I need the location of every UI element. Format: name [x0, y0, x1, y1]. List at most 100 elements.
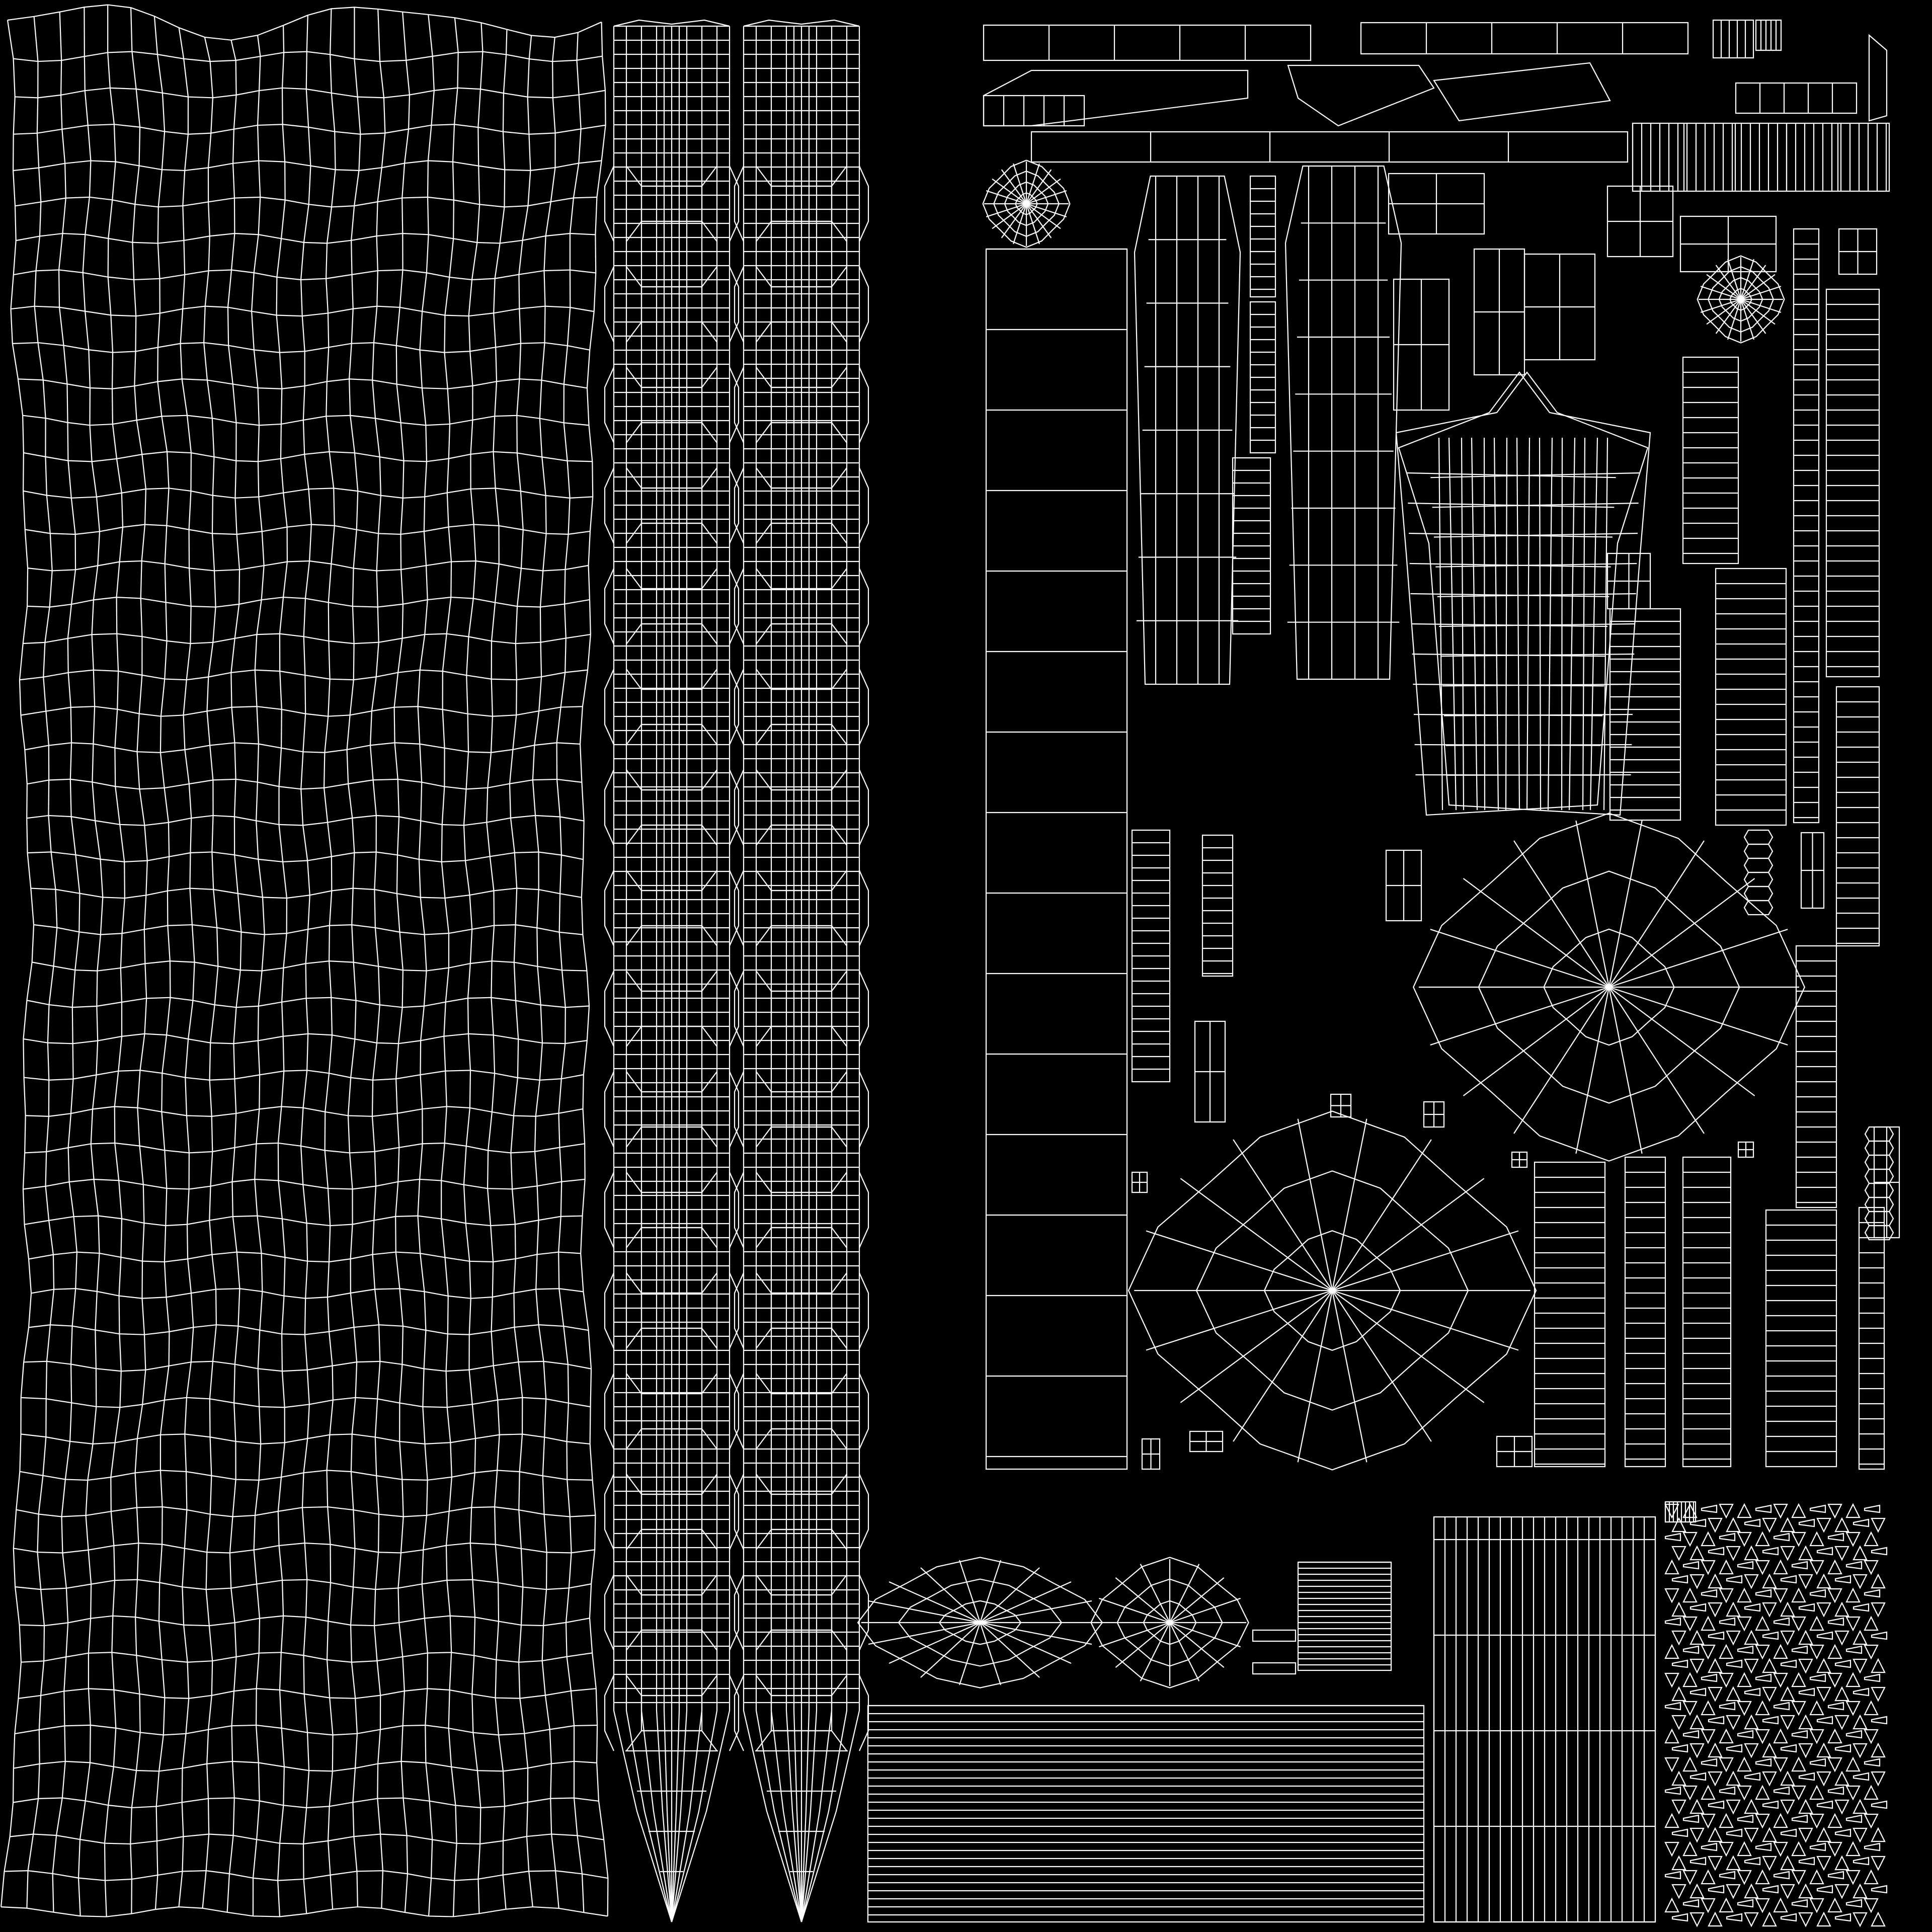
column-shell	[1535, 1162, 1605, 1467]
fringe-sliver	[1672, 1829, 1687, 1836]
fringe-triangle	[1792, 1533, 1805, 1546]
fringe-sliver	[1672, 1914, 1687, 1921]
blade-facet-panel	[641, 589, 702, 624]
fringe-triangle	[1738, 1673, 1751, 1686]
blade-notch-right	[730, 1273, 739, 1348]
blade-notch-left	[605, 367, 614, 443]
fringe-triangle	[1691, 1913, 1704, 1926]
fringe-triangle	[1846, 1871, 1860, 1884]
fringe-triangle	[1691, 1575, 1704, 1588]
fringe-sliver	[1774, 1872, 1789, 1879]
fringe-triangle	[1817, 1603, 1830, 1616]
blade-notch-right	[859, 1575, 868, 1650]
fringe-triangle	[1865, 1899, 1878, 1912]
blade-tip-edge	[641, 1711, 672, 1922]
jacket-row	[1435, 564, 1637, 567]
fringe-triangle	[1702, 1871, 1715, 1884]
fringe-triangle	[1756, 1871, 1769, 1884]
cloth-col-edge	[301, 15, 311, 1913]
fringe-sliver	[1702, 1843, 1717, 1850]
blade-facet-panel	[641, 790, 702, 825]
blade-notch-left	[605, 468, 614, 543]
fringe-triangle	[1709, 1913, 1722, 1926]
blade-notch-right	[859, 1474, 868, 1550]
fringe-sliver	[1774, 1787, 1789, 1794]
fringe-triangle	[1683, 1589, 1697, 1602]
fringe-triangle	[1691, 1659, 1704, 1672]
jacket-column	[1484, 438, 1485, 810]
fringe-triangle	[1799, 1716, 1812, 1729]
blade-tip-edge	[756, 1711, 801, 1922]
fringe-sliver	[1817, 1801, 1832, 1808]
post-segment	[1865, 1226, 1893, 1240]
fringe-triangle	[1727, 1857, 1740, 1870]
cap-mid-b-spoke	[1141, 1564, 1170, 1623]
cloth-col-edge	[394, 12, 410, 1912]
fringe-sliver	[1828, 1534, 1843, 1541]
cap-small-a-spoke	[1026, 204, 1051, 238]
fringe-triangle	[1683, 1786, 1697, 1799]
cap-small-b-spoke	[1741, 286, 1781, 299]
fringe-triangle	[1792, 1871, 1805, 1884]
fringe-triangle	[1763, 1687, 1776, 1701]
fringe-triangle	[1792, 1617, 1805, 1630]
fringe-sliver	[1727, 1576, 1742, 1583]
fringe-triangle	[1828, 1673, 1841, 1686]
fringe-sliver	[1709, 1886, 1724, 1893]
blade-notch-left	[605, 669, 614, 745]
fringe-sliver	[1835, 1660, 1850, 1667]
cap-large-b-spoke	[1332, 1178, 1484, 1291]
blade-notch-right	[730, 1374, 739, 1449]
cap-mid-b-spoke	[1170, 1623, 1199, 1681]
blade-facet-panel	[641, 1394, 702, 1429]
fringe-triangle	[1781, 1800, 1794, 1813]
cap-mid-b-spoke	[1115, 1623, 1170, 1667]
small-hardware-shells	[1132, 174, 1899, 1674]
fringe-triangle	[1763, 1913, 1776, 1926]
fringe-triangle	[1727, 1631, 1740, 1644]
fringe-sliver	[1817, 1717, 1832, 1724]
cap-large-a-spoke	[1463, 878, 1609, 987]
blade-notch-left	[735, 569, 744, 644]
cloth-col-edge	[533, 37, 559, 1908]
fringe-triangle	[1763, 1857, 1776, 1870]
fringe-triangle	[1792, 1673, 1805, 1686]
cloth-col-edge	[487, 29, 507, 1909]
column-shell	[1859, 1208, 1884, 1469]
blade-facet-panel	[641, 991, 702, 1026]
blade-facet-panel	[771, 790, 832, 825]
column-shell	[1683, 357, 1738, 564]
fringe-sliver	[1872, 1801, 1887, 1808]
blade-notch-right	[730, 971, 739, 1046]
fringe-sliver	[1683, 1562, 1699, 1569]
fringe-triangle	[1665, 1842, 1678, 1856]
cap-mid-a-spoke	[889, 1623, 980, 1663]
sleeve-shell	[1285, 166, 1401, 679]
blade-notch-right	[859, 770, 868, 845]
fringe-triangle	[1774, 1758, 1787, 1771]
fringe-triangle	[1745, 1659, 1758, 1672]
blade-facet-panel	[641, 1293, 702, 1328]
blade-tip-edge	[801, 1711, 817, 1922]
fringe-triangle	[1872, 1659, 1885, 1672]
rail-bar	[1756, 20, 1781, 50]
fringe-sliver	[1763, 1717, 1778, 1724]
fringe-triangle	[1846, 1842, 1860, 1856]
fringe-triangle	[1727, 1772, 1740, 1785]
fringe-triangle	[1672, 1800, 1685, 1813]
fringe-triangle	[1865, 1561, 1878, 1574]
fringe-sliver	[1709, 1632, 1724, 1639]
cloth-col-edge	[557, 33, 584, 1913]
cap-small-a-spoke	[1026, 164, 1039, 204]
fringe-sliver	[1691, 1858, 1706, 1865]
blade-notch-right	[730, 1172, 739, 1248]
cap-small-a-spoke	[992, 204, 1026, 228]
blade-facet-panel	[771, 589, 832, 624]
blade-facet-panel	[641, 1595, 702, 1630]
fringe-triangle	[1817, 1772, 1830, 1785]
fringe-sliver	[1828, 1618, 1843, 1625]
fringe-sliver	[1846, 1900, 1862, 1907]
jacket-row	[1439, 624, 1635, 626]
fringe-triangle	[1835, 1772, 1848, 1785]
fringe-triangle	[1774, 1814, 1787, 1827]
